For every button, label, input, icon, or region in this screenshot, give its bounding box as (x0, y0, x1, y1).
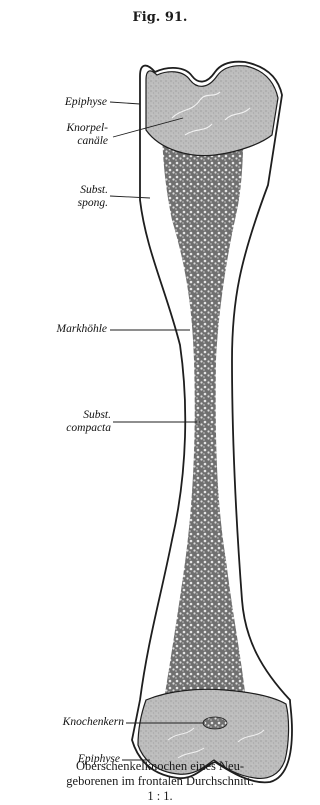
caption-line2: geborenen im frontalen Durchschnitt. (0, 774, 320, 789)
label-markhoehle: Markhöhle (10, 323, 107, 336)
caption-line3: 1 : 1. (0, 789, 320, 804)
label-subst-compacta: Subst. compacta (10, 409, 111, 435)
label-subst-compacta-line1: Subst. (10, 409, 111, 422)
label-subst-compacta-line2: compacta (10, 422, 111, 435)
label-knorpelcanaele: Knorpel- canäle (10, 122, 108, 148)
label-knochenkern: Knochenkern (10, 716, 124, 729)
label-subst-spong-line2: spong. (10, 197, 108, 210)
label-knorpel-line1: Knorpel- (10, 122, 108, 135)
label-subst-spong: Subst. spong. (10, 184, 108, 210)
figure-caption: Oberschenkelknochen eines Neu- geborenen… (0, 759, 320, 804)
label-subst-spong-line1: Subst. (10, 184, 108, 197)
label-knorpel-line2: canäle (10, 135, 108, 148)
ossification-nucleus (203, 717, 227, 729)
label-epiphyse-top: Epiphyse (10, 96, 107, 109)
caption-line1: Oberschenkelknochen eines Neu- (0, 759, 320, 774)
